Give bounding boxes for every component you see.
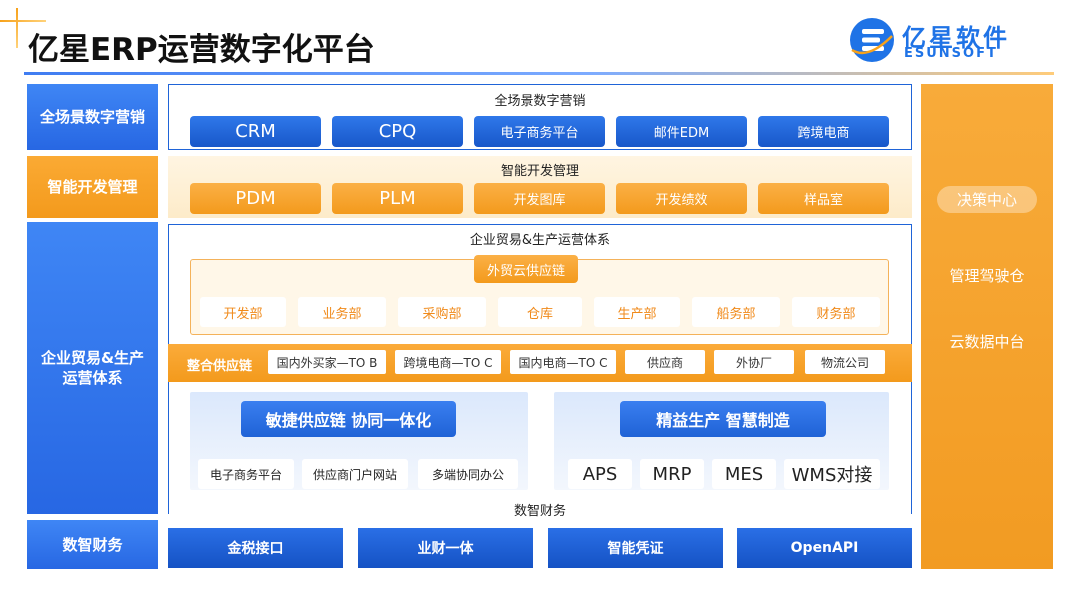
decision-column (921, 84, 1053, 569)
integration-item-supplier[interactable]: 供应商 (625, 350, 705, 374)
agile-item-collaboration[interactable]: 多端协同办公 (418, 459, 518, 489)
finance-integration[interactable]: 业财一体 (358, 528, 533, 568)
module-email-edm[interactable]: 邮件EDM (616, 116, 747, 147)
company-logo: 亿星软件 ESUNSOFT (848, 16, 1058, 64)
integration-item-b2b[interactable]: 国内外买家—TO B (268, 350, 386, 374)
lean-item-wms[interactable]: WMS对接 (784, 459, 880, 489)
corner-decoration-line (16, 8, 18, 48)
module-crm[interactable]: CRM (190, 116, 321, 147)
header-divider (24, 72, 1054, 75)
logo-text-cn: 亿星软件 (902, 24, 1010, 52)
finance-tax-interface[interactable]: 金税接口 (168, 528, 343, 568)
agile-item-supplier-portal[interactable]: 供应商门户网站 (302, 459, 408, 489)
module-ecommerce[interactable]: 电子商务平台 (474, 116, 605, 147)
dept-business[interactable]: 业务部 (298, 297, 386, 327)
decision-center-pill[interactable]: 决策中心 (937, 186, 1037, 213)
module-plm[interactable]: PLM (332, 183, 463, 214)
module-cross-border[interactable]: 跨境电商 (758, 116, 889, 147)
module-cpq[interactable]: CPQ (332, 116, 463, 147)
page-title: 亿星ERP运营数字化平台 (28, 32, 375, 68)
lean-item-mrp[interactable]: MRP (640, 459, 704, 489)
label-dev: 智能开发管理 (27, 156, 158, 218)
lean-production-title[interactable]: 精益生产 智慧制造 (620, 401, 826, 437)
module-dev-performance[interactable]: 开发绩效 (616, 183, 747, 214)
lean-item-mes[interactable]: MES (712, 459, 776, 489)
management-cockpit[interactable]: 管理驾驶仓 (949, 267, 1025, 285)
ops-title: 企业贸易&生产运营体系 (469, 233, 611, 248)
module-pdm[interactable]: PDM (190, 183, 321, 214)
dept-finance[interactable]: 财务部 (792, 297, 880, 327)
esunsoft-logo-icon (850, 18, 894, 62)
cloud-data-center[interactable]: 云数据中台 (949, 333, 1025, 351)
label-ops: 企业贸易&生产运营体系 (27, 222, 158, 514)
finance-title: 数智财务 (513, 504, 566, 519)
agile-supply-title[interactable]: 敏捷供应链 协同一体化 (241, 401, 456, 437)
marketing-title: 全场景数字营销 (494, 94, 586, 109)
dev-title: 智能开发管理 (500, 164, 579, 179)
dept-development[interactable]: 开发部 (200, 297, 286, 327)
dept-warehouse[interactable]: 仓库 (498, 297, 582, 327)
logo-text-en: ESUNSOFT (904, 46, 998, 61)
dept-purchasing[interactable]: 采购部 (398, 297, 486, 327)
integration-item-logistics[interactable]: 物流公司 (805, 350, 885, 374)
integration-item-outsourcing[interactable]: 外协厂 (714, 350, 794, 374)
label-finance: 数智财务 (27, 520, 158, 569)
label-marketing: 全场景数字营销 (27, 84, 158, 150)
dept-production[interactable]: 生产部 (594, 297, 680, 327)
integration-item-cross-border[interactable]: 跨境电商—TO C (395, 350, 501, 374)
lean-item-aps[interactable]: APS (568, 459, 632, 489)
module-sample-room[interactable]: 样品室 (758, 183, 889, 214)
corner-decoration-line (0, 20, 46, 22)
dept-shipping[interactable]: 船务部 (692, 297, 780, 327)
supply-chain-title[interactable]: 外贸云供应链 (474, 255, 578, 283)
agile-item-ecommerce[interactable]: 电子商务平台 (198, 459, 294, 489)
integration-label: 整合供应链 (187, 359, 253, 374)
integration-item-domestic[interactable]: 国内电商—TO C (510, 350, 616, 374)
finance-openapi[interactable]: OpenAPI (737, 528, 912, 568)
module-dev-gallery[interactable]: 开发图库 (474, 183, 605, 214)
finance-smart-voucher[interactable]: 智能凭证 (548, 528, 723, 568)
